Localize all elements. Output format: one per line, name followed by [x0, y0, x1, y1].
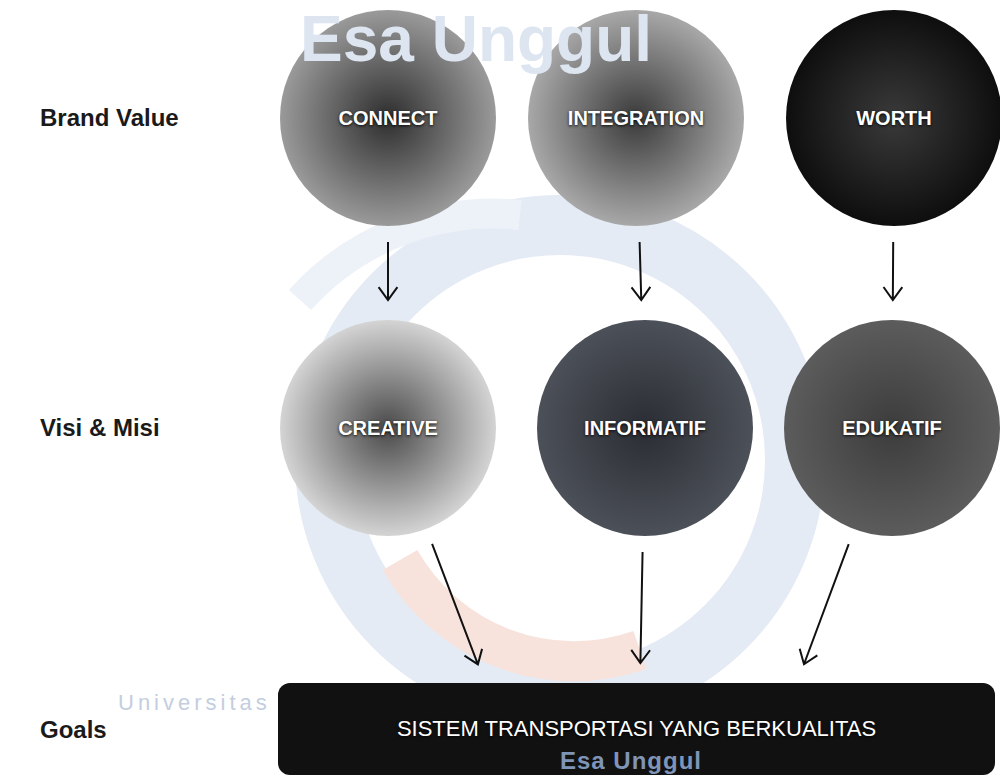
circle-title: INTEGRATION: [568, 107, 704, 130]
arrow-connector: [884, 242, 903, 300]
logo-arc: [300, 214, 520, 300]
photo-circle: [786, 10, 1000, 226]
circle-title: WORTH: [856, 107, 932, 130]
circle-title: INFORMATIF: [584, 417, 706, 440]
goal-text: SISTEM TRANSPORTASI YANG BERKUALITAS: [397, 716, 876, 742]
mission-circle: CREATIVE: [280, 320, 496, 536]
mission-circle: EDUKATIF: [784, 320, 1000, 536]
circle-title: CONNECT: [339, 107, 438, 130]
arrow-connector: [432, 544, 482, 664]
photo-circle: [280, 320, 496, 536]
watermark: Universitas: [118, 690, 271, 716]
row-label: Goals: [40, 716, 107, 744]
mission-circle: INFORMATIF: [537, 320, 753, 536]
arrow-connector: [800, 544, 849, 664]
logo-arc: [400, 560, 640, 661]
photo-circle: [784, 320, 1000, 536]
circle-title: EDUKATIF: [842, 417, 942, 440]
row-label: Brand Value: [40, 104, 179, 132]
arrow-connector: [632, 242, 651, 300]
arrow-connector: [379, 242, 398, 300]
row-label: Visi & Misi: [40, 414, 160, 442]
watermark: Esa Unggul: [300, 2, 652, 76]
watermark: Esa Unggul: [560, 747, 702, 775]
photo-circle: [537, 320, 753, 536]
circle-title: CREATIVE: [338, 417, 438, 440]
brand-value-circle: WORTH: [786, 10, 1000, 226]
arrow-connector: [631, 552, 650, 663]
